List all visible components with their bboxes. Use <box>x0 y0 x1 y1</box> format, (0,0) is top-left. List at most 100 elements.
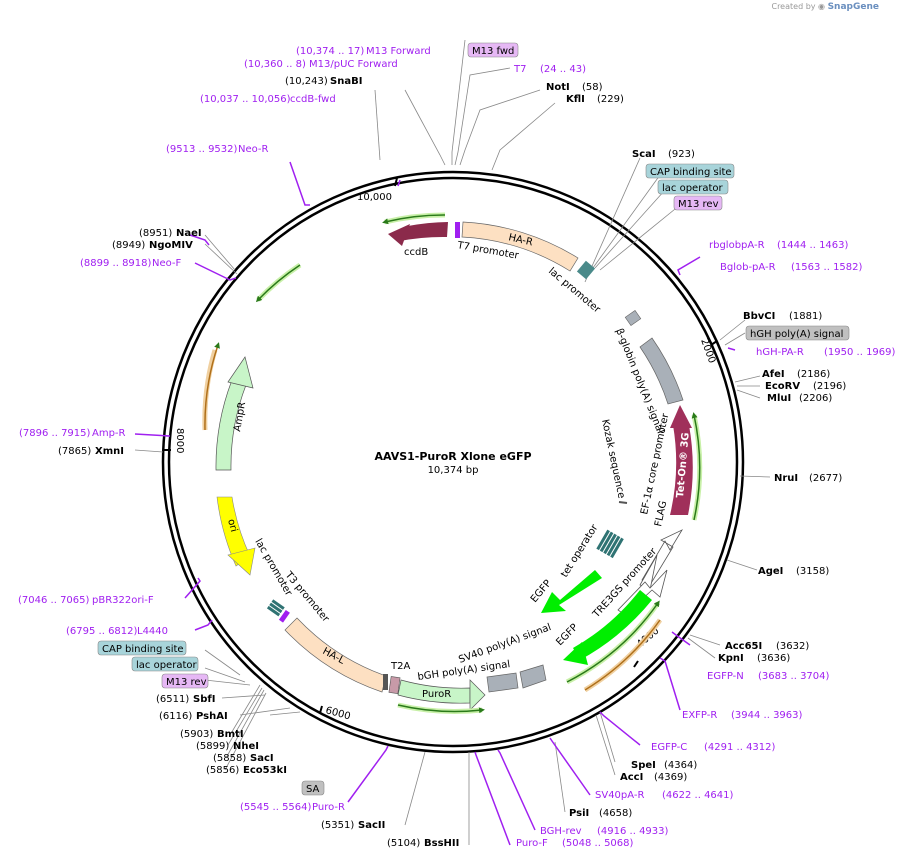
ha-l-end <box>383 674 388 690</box>
site-sbfi: SbfI <box>193 694 215 705</box>
lac-operator-block <box>576 260 596 280</box>
label-ccdb: ccdB <box>404 247 428 258</box>
site-snabi: SnaBI <box>330 76 362 87</box>
primer-range-hgh-pa-r: (1950 .. 1969) <box>824 347 896 358</box>
site-naei: NaeI <box>176 228 202 239</box>
primer-exfp-r: EXFP-R <box>682 710 717 721</box>
sv40-polya <box>519 664 547 689</box>
site-afei: AfeI <box>762 369 785 380</box>
site-pos-xmni: (7865) <box>58 446 91 457</box>
site-pos-naei: (8951) <box>139 228 172 239</box>
primer-egfp-n: EGFP-N <box>707 671 744 682</box>
tet-operator-block <box>596 529 624 559</box>
box-m13-rev-l <box>161 673 209 689</box>
primer-range-rbglobpa-r: (1444 .. 1463) <box>777 240 849 251</box>
egfp-orf-line <box>566 600 660 683</box>
site-pos-ngomiv: (8949) <box>112 240 145 251</box>
site-pos-acc65i: (3632) <box>776 641 809 652</box>
site-ecorv: EcoRV <box>765 381 800 392</box>
site-pos-afei: (2186) <box>797 369 830 380</box>
tick-6000: 6000 <box>324 705 351 722</box>
primer-egfp-c: EGFP-C <box>651 742 687 753</box>
primer-m13-forward: M13 Forward <box>366 46 431 57</box>
site-pos-kfli: (229) <box>597 94 624 105</box>
primer-range-bgh-rev: (4916 .. 4933) <box>597 826 669 837</box>
box-cap-binding-l <box>97 640 187 656</box>
site-kfli: KflI <box>566 94 585 105</box>
plasmid-length: 10,374 bp <box>428 465 479 476</box>
leader-lines <box>134 39 771 845</box>
site-pos-snabi: (10,243) <box>285 76 328 87</box>
site-pos-kpni: (3636) <box>757 653 790 664</box>
primer-puro-f: Puro-F <box>516 838 548 849</box>
primer-bglob-pa-r: Bglob-pA-R <box>720 262 776 273</box>
box-lac-operator-l <box>131 656 199 672</box>
site-acc65i: Acc65I <box>725 641 762 652</box>
site-pos-acci: (4369) <box>654 772 687 783</box>
primer-pbr322ori-f: pBR322ori-F <box>92 595 154 606</box>
site-ngomiv: NgoMIV <box>149 240 193 251</box>
box-lac-operator-r-label: lac operator <box>662 183 723 194</box>
t7-marker <box>455 222 460 238</box>
egfp-arrow-body <box>573 590 652 660</box>
green-orf-left-halo <box>256 262 302 302</box>
primer-sv40pa-r: SV40pA-R <box>595 790 644 801</box>
kozak-mark <box>618 501 628 504</box>
site-mlui: MluI <box>767 393 791 404</box>
primer-range-m13-forward: (10,374 .. 17) <box>296 46 364 57</box>
bgh-polya <box>486 672 519 693</box>
label-lac-promoter-r: lac promoter <box>546 266 603 316</box>
label-ha-r: HA-R <box>507 232 534 248</box>
plasmid-name: AAVS1-PuroR Xlone eGFP <box>374 450 531 463</box>
box-sa-label: SA <box>306 784 320 795</box>
lac-operator-left-block <box>266 599 285 617</box>
ha-l-arrow <box>284 617 387 693</box>
orange-orf-line <box>584 619 661 691</box>
teton-orf-line <box>691 412 701 521</box>
site-saci: SacI <box>250 753 274 764</box>
tick-2000: 2000 <box>698 337 717 365</box>
teton-arrow-head <box>670 405 692 428</box>
primer-m13puc-forward: M13/pUC Forward <box>309 59 398 70</box>
site-pos-pshai: (6116) <box>159 711 192 722</box>
site-pos-bmti: (5903) <box>180 729 213 740</box>
primer-range-sv40pa-r: (4622 .. 4641) <box>662 790 734 801</box>
box-m13-fwd <box>467 42 519 58</box>
primer-bgh-rev: BGH-rev <box>540 826 582 837</box>
backbone-inner <box>167 176 739 748</box>
site-acci: AccI <box>620 772 643 783</box>
puror-orf-line <box>397 704 485 714</box>
label-t3-promoter: T3 promoter <box>282 569 332 625</box>
box-sa <box>301 780 325 796</box>
primer-neo-f: Neo-F <box>152 258 182 269</box>
primer-rbglobpa-r: rbglobpA-R <box>709 240 765 251</box>
ccdb-arrow-body <box>400 222 448 241</box>
primer-range-egfp-c: (4291 .. 4312) <box>704 742 776 753</box>
label-flag: FLAG <box>653 500 669 528</box>
tick-10000: 10,000 <box>357 192 392 203</box>
primer-range-neo-f: (8899 .. 8918) <box>80 258 152 269</box>
site-spei: SpeI <box>631 760 656 771</box>
label-ampr: AmpR <box>232 401 248 432</box>
credit-prefix: Created by <box>771 2 816 11</box>
primer-range-puro-f: (5048 .. 5068) <box>562 838 634 849</box>
site-nrui: NruI <box>774 473 798 484</box>
site-pos-sbfi: (6511) <box>156 694 189 705</box>
site-pos-psii: (4658) <box>599 808 632 819</box>
box-hgh-polya-label: hGH poly(A) signal <box>750 329 843 340</box>
primer-puro-r: Puro-R <box>312 802 345 813</box>
site-bmti: BmtI <box>217 729 244 740</box>
primer-markers <box>134 161 736 846</box>
m13-rev-left-marker <box>278 609 290 623</box>
primer-range-ccdb-fwd: (10,037 .. 10,056) <box>200 94 291 105</box>
box-m13-rev-r-label: M13 rev <box>678 199 719 210</box>
box-hgh-polya <box>745 325 850 341</box>
box-lac-operator-r <box>657 179 729 195</box>
primer-t7: T7 <box>513 64 526 75</box>
primer-range-m13puc-forward: (10,360 .. 8) <box>244 59 306 70</box>
box-cap-binding-r-label: CAP binding site <box>650 167 732 178</box>
site-pos-spei: (4364) <box>664 760 697 771</box>
teton-arrow-body <box>670 425 693 515</box>
credit-brand: SnapGene <box>827 2 879 12</box>
